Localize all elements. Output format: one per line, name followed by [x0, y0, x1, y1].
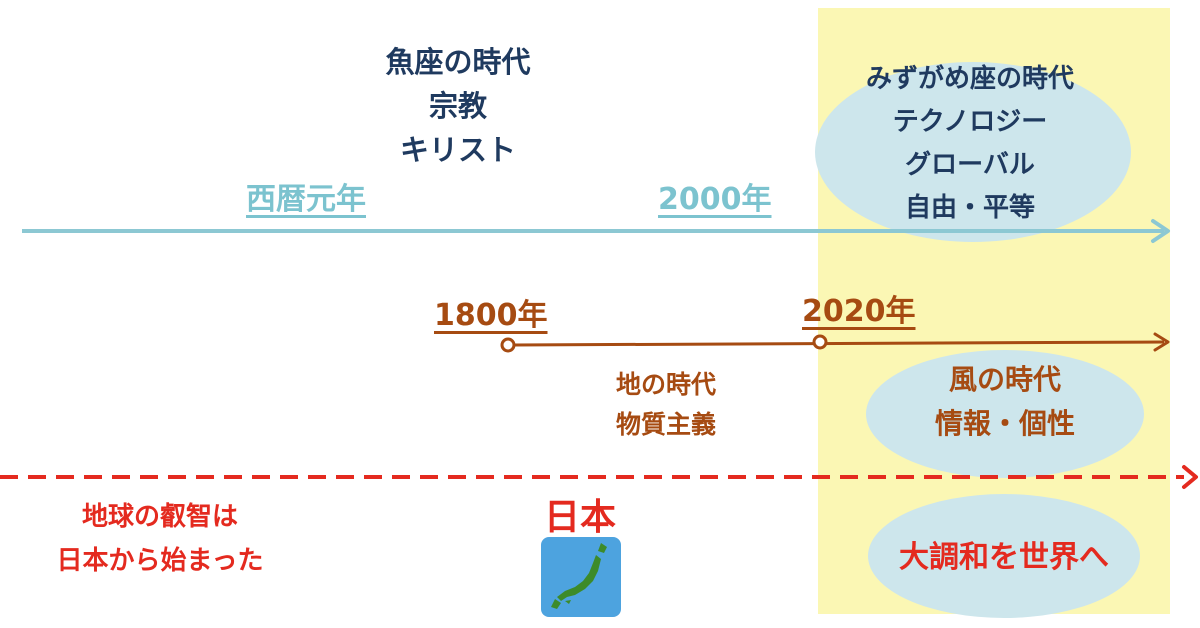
- japan-label: 日本: [543, 497, 616, 538]
- japan-map-icon: [541, 537, 621, 617]
- wisdom-line: 地球の叡智は: [81, 502, 238, 532]
- harmony-label: 大調和を世界へ: [899, 540, 1109, 575]
- bottom-timeline-arrowhead: [1182, 465, 1198, 489]
- middle-timeline-line: [513, 340, 1165, 347]
- harmony-ellipse: [868, 494, 1140, 618]
- middle-timeline-arrowhead: [1153, 332, 1170, 352]
- pisces-line: 宗教: [428, 89, 487, 123]
- wind-era-line: 情報・個性: [934, 407, 1075, 440]
- wisdom-line: 日本から始まった: [56, 546, 264, 576]
- label-year-1800: 1800年: [434, 298, 548, 333]
- earth-era-line: 物質主義: [615, 410, 716, 439]
- aquarius-line: 自由・平等: [904, 193, 1035, 223]
- wind-era-line: 風の時代: [948, 363, 1061, 396]
- marker-1800: [500, 337, 516, 353]
- aquarius-line: テクノロジー: [892, 107, 1048, 137]
- label-year-zero: 西暦元年: [246, 182, 366, 217]
- wind-era-ellipse: [866, 350, 1144, 478]
- earth-era-line: 地の時代: [615, 370, 716, 399]
- aquarius-era-ellipse: [815, 62, 1131, 242]
- aquarius-line: みずがめ座の時代: [865, 64, 1074, 94]
- wind-era-text: 風の時代 情報・個性: [880, 358, 1130, 446]
- pisces-era-text: 魚座の時代 宗教 キリスト: [358, 40, 558, 172]
- label-year-2000: 2000年: [658, 182, 772, 217]
- earth-era-text: 地の時代 物質主義: [586, 365, 746, 445]
- aquarius-line: グローバル: [905, 150, 1035, 180]
- pisces-line: 魚座の時代: [385, 45, 531, 79]
- label-year-2020: 2020年: [802, 294, 916, 329]
- pisces-line: キリスト: [399, 133, 516, 167]
- top-timeline-arrowhead: [1151, 219, 1170, 243]
- wisdom-note: 地球の叡智は 日本から始まった: [10, 495, 310, 583]
- aquarius-era-text: みずがめ座の時代 テクノロジー グローバル 自由・平等: [825, 58, 1115, 230]
- marker-2020: [812, 334, 828, 350]
